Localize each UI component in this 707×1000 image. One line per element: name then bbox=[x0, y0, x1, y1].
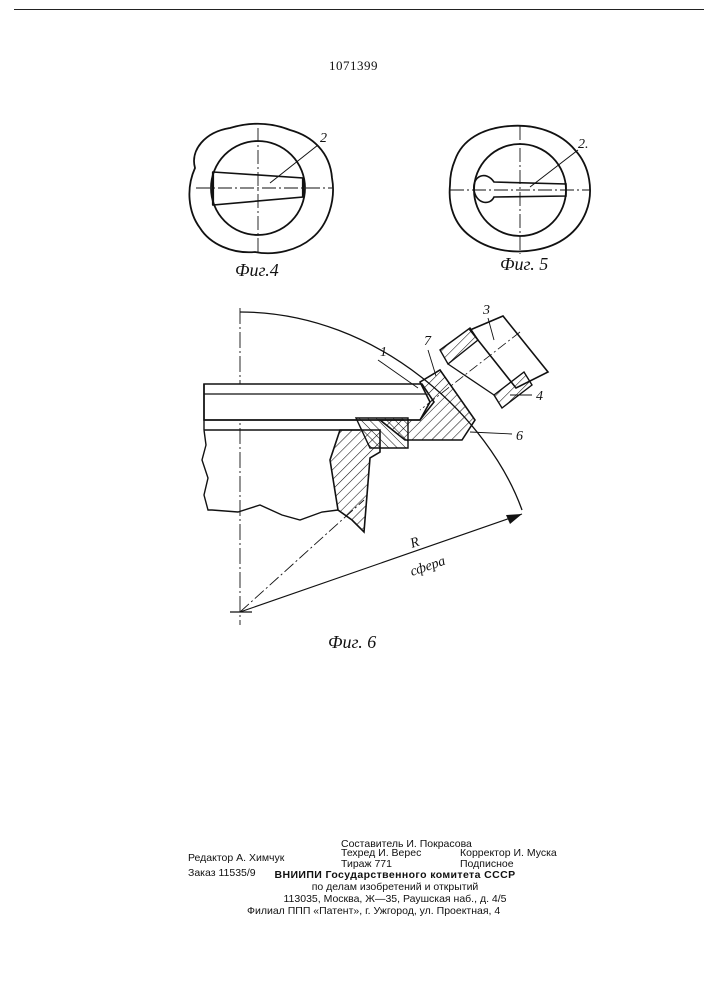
fig6-callout-4: 4 bbox=[536, 389, 543, 404]
figure-6: 1 7 3 4 6 R сфера Фиг. 6 bbox=[202, 303, 548, 652]
fig6-radius-label: R bbox=[407, 535, 421, 552]
imprint-editor: Редактор А. Химчук bbox=[188, 852, 284, 864]
figure-4: 2 Фиг.4 bbox=[189, 124, 333, 280]
fig6-callout-3: 3 bbox=[482, 303, 490, 318]
fig6-pipe bbox=[470, 316, 548, 388]
fig4-caption: Фиг.4 bbox=[235, 260, 279, 280]
imprint-branch: Филиал ППП «Патент», г. Ужгород, ул. Про… bbox=[247, 905, 500, 917]
fig6-callout-1: 1 bbox=[380, 345, 387, 360]
fig6-sphere-label: сфера bbox=[408, 554, 447, 580]
fig6-sleeve-right bbox=[494, 372, 532, 408]
fig6-web bbox=[330, 430, 380, 532]
fig6-caption: Фиг. 6 bbox=[328, 632, 376, 652]
imprint-department: по делам изобретений и открытий bbox=[180, 881, 610, 893]
fig6-upper-plate bbox=[204, 384, 434, 420]
fig5-caption: Фиг. 5 bbox=[500, 254, 548, 274]
fig6-callout-6: 6 bbox=[516, 429, 523, 444]
imprint-institute: ВНИИПИ Государственного комитета СССР bbox=[180, 869, 610, 881]
fig4-callout-2: 2 bbox=[320, 131, 327, 146]
fig6-callout-7: 7 bbox=[424, 334, 432, 349]
fig6-radius-line bbox=[240, 514, 522, 612]
fig5-leader bbox=[530, 150, 578, 187]
figure-5: 2. Фиг. 5 bbox=[450, 126, 590, 274]
fig6-sleeve-left bbox=[440, 328, 478, 364]
imprint-address: 113035, Москва, Ж—35, Раушская наб., д. … bbox=[180, 893, 610, 905]
fig5-callout-2: 2. bbox=[578, 137, 589, 152]
